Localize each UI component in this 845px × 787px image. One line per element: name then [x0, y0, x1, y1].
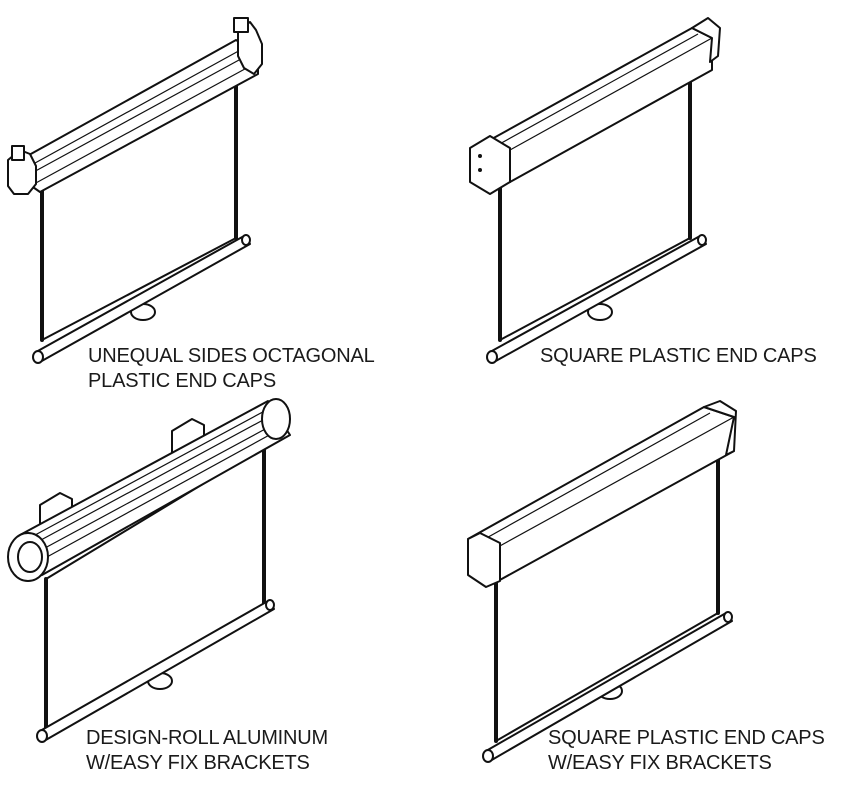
- octagonal-screen-illustration: [7, 17, 263, 364]
- right-end-cap: [237, 21, 263, 75]
- caption-square: SQUARE PLASTIC END CAPS: [540, 344, 817, 369]
- caption-line: SQUARE PLASTIC END CAPS: [548, 727, 825, 749]
- caption-square-brackets: SQUARE PLASTIC END CAPS W/EASY FIX BRACK…: [548, 726, 825, 776]
- diagram-octagonal: UNEQUAL SIDES OCTAGONAL PLASTIC END CAPS: [0, 0, 420, 395]
- left-end-cap: [469, 135, 511, 195]
- diagram-square-brackets: SQUARE PLASTIC END CAPS W/EASY FIX BRACK…: [430, 395, 845, 787]
- diagram-square: SQUARE PLASTIC END CAPS: [430, 0, 845, 395]
- caption-line: SQUARE PLASTIC END CAPS: [540, 345, 817, 367]
- caption-line: W/EASY FIX BRACKETS: [548, 752, 772, 774]
- caption-octagonal: UNEQUAL SIDES OCTAGONAL PLASTIC END CAPS: [88, 344, 375, 394]
- caption-design-roll: DESIGN-ROLL ALUMINUM W/EASY FIX BRACKETS: [86, 726, 328, 776]
- right-end-cap: [703, 400, 737, 456]
- caption-line: DESIGN-ROLL ALUMINUM: [86, 727, 328, 749]
- left-end-cap: [467, 532, 501, 588]
- square-brackets-screen-illustration: [467, 400, 737, 763]
- tube-end-right: [261, 398, 291, 440]
- diagram-design-roll: DESIGN-ROLL ALUMINUM W/EASY FIX BRACKETS: [0, 395, 420, 787]
- square-screen-illustration: [469, 17, 721, 364]
- caption-line: W/EASY FIX BRACKETS: [86, 752, 310, 774]
- design-roll-screen-illustration: [7, 398, 291, 743]
- right-end-cap: [691, 17, 721, 63]
- caption-line: UNEQUAL SIDES OCTAGONAL: [88, 345, 375, 367]
- caption-line: PLASTIC END CAPS: [88, 370, 276, 392]
